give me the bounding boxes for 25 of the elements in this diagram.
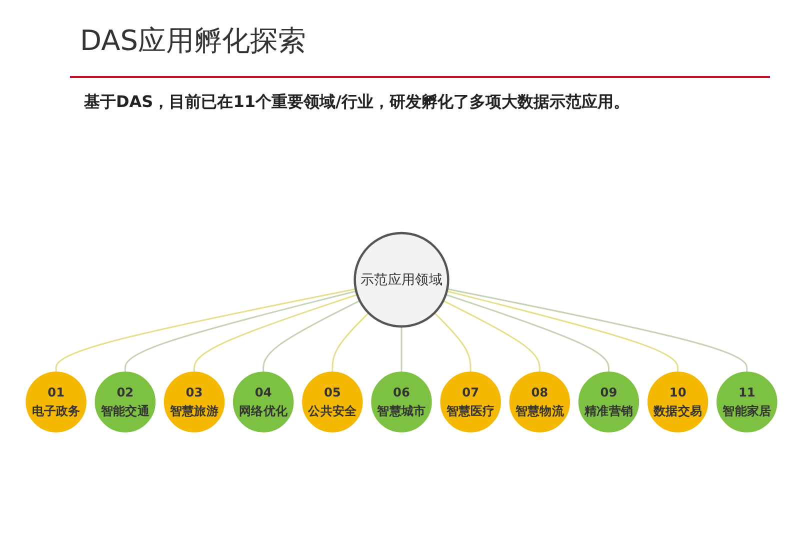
node-circle: 08 智慧物流 [509, 372, 570, 432]
node-circle: 04 网络优化 [232, 372, 294, 432]
connector [124, 290, 356, 372]
connector [332, 312, 370, 372]
connector [442, 300, 540, 372]
node-circle: 05 公共安全 [302, 372, 363, 432]
connector [194, 294, 358, 372]
bullet-text: 基于DAS，目前已在11个重要领域/行业，研发孵化了多项大数据示范应用。 [84, 92, 630, 113]
node-circle: 01 电子政务 [26, 372, 86, 432]
node-circle: 11 智能家居 [716, 372, 778, 432]
connector [400, 326, 402, 372]
connector [446, 290, 679, 372]
node-circle: 02 智能交通 [94, 372, 156, 432]
connector [446, 294, 610, 372]
connector [262, 300, 360, 372]
connector [447, 288, 748, 372]
connector [434, 312, 472, 372]
connector [55, 288, 356, 372]
node-circle: 09 精准营销 [578, 372, 640, 432]
slide-title: DAS应用孵化探索 [80, 23, 306, 59]
node-circle: 06 智慧城市 [371, 372, 432, 432]
node-circle: 07 智慧医疗 [440, 372, 501, 432]
node-circle: 10 数据交易 [647, 372, 708, 432]
node-circle: 03 智慧旅游 [164, 372, 225, 432]
node-circle: 示范应用领域 [354, 232, 450, 328]
